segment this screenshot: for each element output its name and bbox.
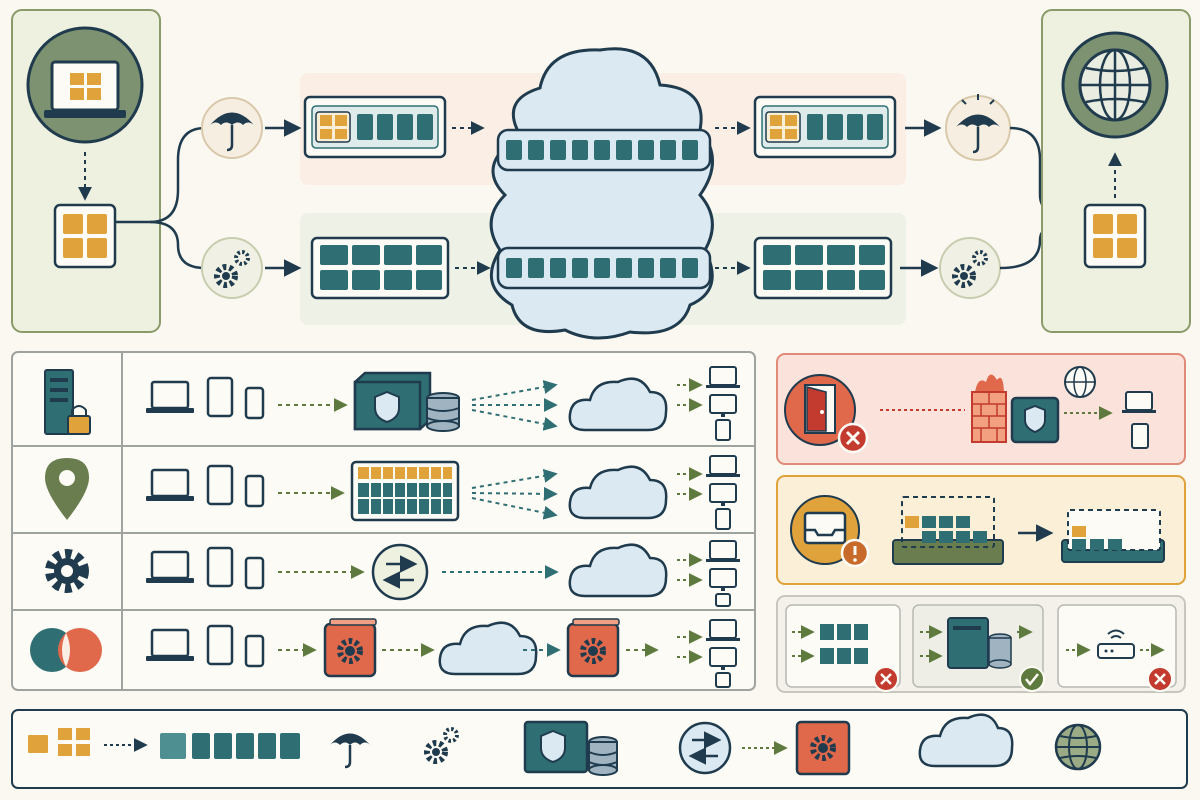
device-group-row2 (146, 464, 265, 508)
location-pin-icon (45, 458, 89, 520)
device-group-row3 (146, 546, 265, 590)
device-group-row4 (146, 624, 265, 668)
server-success (920, 617, 1033, 669)
endpoint-group-row2 (677, 455, 740, 530)
endpoint-group (1122, 391, 1156, 449)
process-queue-right (753, 236, 893, 300)
check-icon (1019, 666, 1045, 692)
laptop-icon (44, 60, 126, 118)
queue-grid-icon (350, 460, 460, 522)
cloud-icon (568, 543, 668, 598)
drained-queue-icon (1061, 509, 1165, 563)
cloud-icon (568, 465, 668, 520)
branch-line-bottom (149, 220, 206, 270)
gear-icon (424, 727, 459, 764)
endpoint-group-row3 (677, 540, 740, 607)
gear-box-icon (566, 618, 620, 678)
router-icon (1066, 629, 1165, 659)
secure-queue-left (303, 95, 447, 159)
umbrella-icon (945, 94, 1011, 161)
inbox-warning-icon (790, 495, 870, 568)
error-icon (873, 666, 899, 692)
fanout-arrows-row1 (471, 380, 558, 431)
globe-icon (1078, 48, 1152, 122)
server-shield-icon (523, 720, 618, 776)
server-shield-icon (1010, 396, 1060, 444)
app-grid-icon (53, 203, 117, 269)
globe-icon (1064, 366, 1096, 398)
app-grid-icon (1083, 203, 1147, 269)
device-group-row1 (146, 376, 265, 420)
gear-box-icon (323, 618, 377, 678)
gear-icon (45, 549, 89, 593)
error-icon (1147, 666, 1173, 692)
overlap-circles-icon (30, 628, 102, 672)
umbrella-icon (201, 97, 263, 159)
cloud-icon (438, 621, 538, 676)
umbrella-icon (330, 733, 370, 769)
endpoint-group-row1 (677, 366, 740, 441)
globe-icon (1054, 723, 1102, 771)
server-lock-icon (44, 369, 91, 435)
fanout-arrows-row2 (471, 468, 558, 520)
queue-icon (160, 733, 300, 759)
overflow-queue-icon (892, 496, 1004, 565)
gear-icon (939, 237, 1001, 299)
firewall-icon (971, 374, 1007, 443)
cloud-icon (489, 47, 714, 340)
gear-icon (201, 237, 263, 299)
branch-line-top (116, 126, 206, 224)
gear-box-icon (795, 720, 851, 776)
swap-icon (371, 543, 429, 601)
door-error-icon (784, 374, 869, 454)
process-queue-left (310, 236, 450, 300)
swap-icon (678, 721, 732, 775)
server-shield-icon (353, 371, 460, 432)
queue-failed (792, 624, 868, 664)
secure-queue-right (753, 95, 897, 159)
cloud-icon (918, 713, 1014, 768)
cloud-icon (568, 377, 668, 432)
app-grid-icon (28, 728, 90, 756)
endpoint-group-row4 (677, 619, 740, 688)
